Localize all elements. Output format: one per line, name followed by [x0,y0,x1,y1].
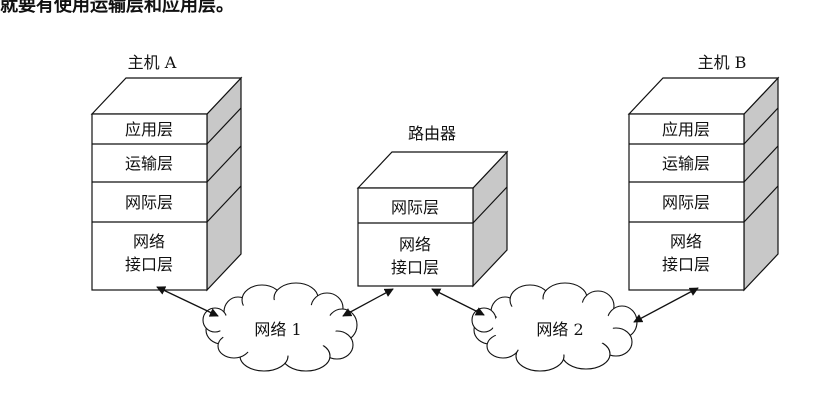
host-a-title: 主机 A [128,53,177,72]
network-1-cloud: 网络 1 [202,282,358,372]
host-a-stack: 主机 A 应用层 运输层 网际层 网络 接口层 [90,53,243,292]
router-internet-layer: 网际层 [391,198,439,217]
host-b-stack: 主机 B 应用层 运输层 网际层 网络 接口层 [627,53,780,292]
host-b-transport-layer: 运输层 [662,154,710,173]
host-b-internet-layer: 网际层 [662,193,710,212]
network-2-cloud: 网络 2 [471,282,638,372]
arrow-router-network-2 [431,288,485,316]
host-a-network-interface-layer-line1: 网络 [133,232,165,251]
host-b-application-layer: 应用层 [662,120,710,139]
arrow-network-1-router [342,288,394,317]
arrow-network-2-host-b [633,287,699,323]
host-b-network-interface-layer-line1: 网络 [670,232,702,251]
router-stack: 路由器 网际层 网络 接口层 [356,124,509,288]
network-2-label: 网络 2 [536,320,583,339]
host-a-network-interface-layer-line2: 接口层 [125,255,173,274]
host-a-application-layer: 应用层 [125,120,173,139]
host-a-transport-layer: 运输层 [125,154,173,173]
host-b-title: 主机 B [698,53,747,72]
network-1-label: 网络 1 [254,320,301,339]
router-title: 路由器 [408,124,456,143]
router-network-interface-line2: 接口层 [391,258,439,277]
router-network-interface-line1: 网络 [399,235,431,254]
caption-fragment: 就要有使用运输层和应用层。 [0,0,234,16]
host-a-internet-layer: 网际层 [125,193,173,212]
arrow-host-a-network-1 [156,286,219,317]
host-b-network-interface-layer-line2: 接口层 [662,255,710,274]
